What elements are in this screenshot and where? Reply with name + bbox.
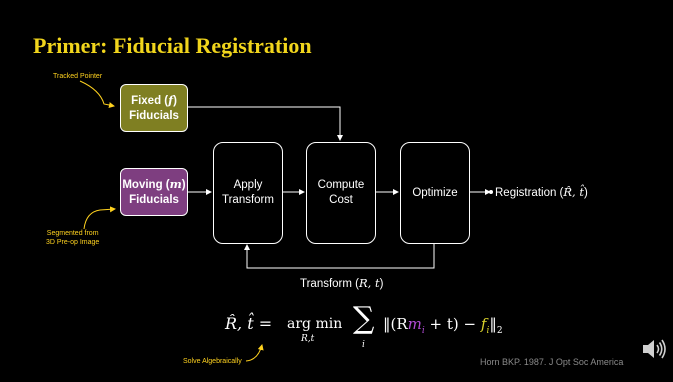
optimize-box: Optimize bbox=[400, 142, 470, 244]
apply-transform-box: Apply Transform bbox=[213, 142, 283, 244]
compute-cost-line2: Cost bbox=[329, 194, 353, 206]
citation: Horn BKP. 1987. J Opt Soc America bbox=[480, 357, 624, 367]
fixed-fiducials-box: Fixed (f) Fiducials bbox=[120, 84, 188, 132]
moving-fiducials-line2: Fiducials bbox=[129, 193, 179, 206]
solve-algebraically-curve bbox=[245, 344, 264, 362]
equation-sum-sub: i bbox=[362, 340, 365, 350]
slide-title: Primer: Fiducial Registration bbox=[33, 33, 312, 58]
fixed-to-cost-arrow bbox=[187, 106, 343, 141]
segmented-curve bbox=[83, 206, 116, 230]
solve-algebraically-note: Solve Algebraically bbox=[183, 358, 242, 365]
compute-cost-box: Compute Cost bbox=[306, 142, 376, 244]
equation-argmin-sub: R,t bbox=[301, 334, 315, 344]
equation-argmin: arg min bbox=[287, 316, 343, 332]
tracked-pointer-curve bbox=[79, 80, 115, 108]
optimize-label: Optimize bbox=[412, 186, 458, 199]
segmented-note: Segmented from 3D Pre-op Image bbox=[46, 229, 99, 247]
fixed-fiducials-line1: Fixed (f) bbox=[131, 92, 177, 107]
output-dot bbox=[489, 190, 493, 194]
sum-symbol: ∑ bbox=[353, 301, 375, 336]
moving-fiducials-line1: Moving (m) bbox=[122, 176, 186, 191]
moving-fiducials-box: Moving (m) Fiducials bbox=[120, 168, 188, 216]
equation-lhs: R̂, t̂ = bbox=[225, 314, 273, 333]
compute-cost-line1: Compute bbox=[317, 179, 365, 191]
segmented-note-line2: 3D Pre-op Image bbox=[46, 239, 100, 246]
segmented-note-line1: Segmented from bbox=[46, 230, 99, 237]
transform-feedback-label: Transform (R, t) bbox=[300, 276, 384, 290]
registration-output-label: Registration (R̂, t̂) bbox=[495, 185, 588, 199]
fixed-fiducials-line2: Fiducials bbox=[129, 109, 179, 122]
equation-body: ‖(Rmi + t) − fi‖2 bbox=[383, 315, 503, 336]
tracked-pointer-note: Tracked Pointer bbox=[53, 73, 103, 80]
feedback-arrow bbox=[244, 243, 435, 269]
speaker-icon[interactable] bbox=[641, 337, 667, 361]
registration-equation: R̂, t̂ = arg min R,t ∑ i ‖(Rmi + t) − fi… bbox=[225, 300, 503, 360]
apply-transform-line2: Transform bbox=[222, 194, 274, 206]
apply-transform-line1: Apply bbox=[233, 179, 263, 191]
